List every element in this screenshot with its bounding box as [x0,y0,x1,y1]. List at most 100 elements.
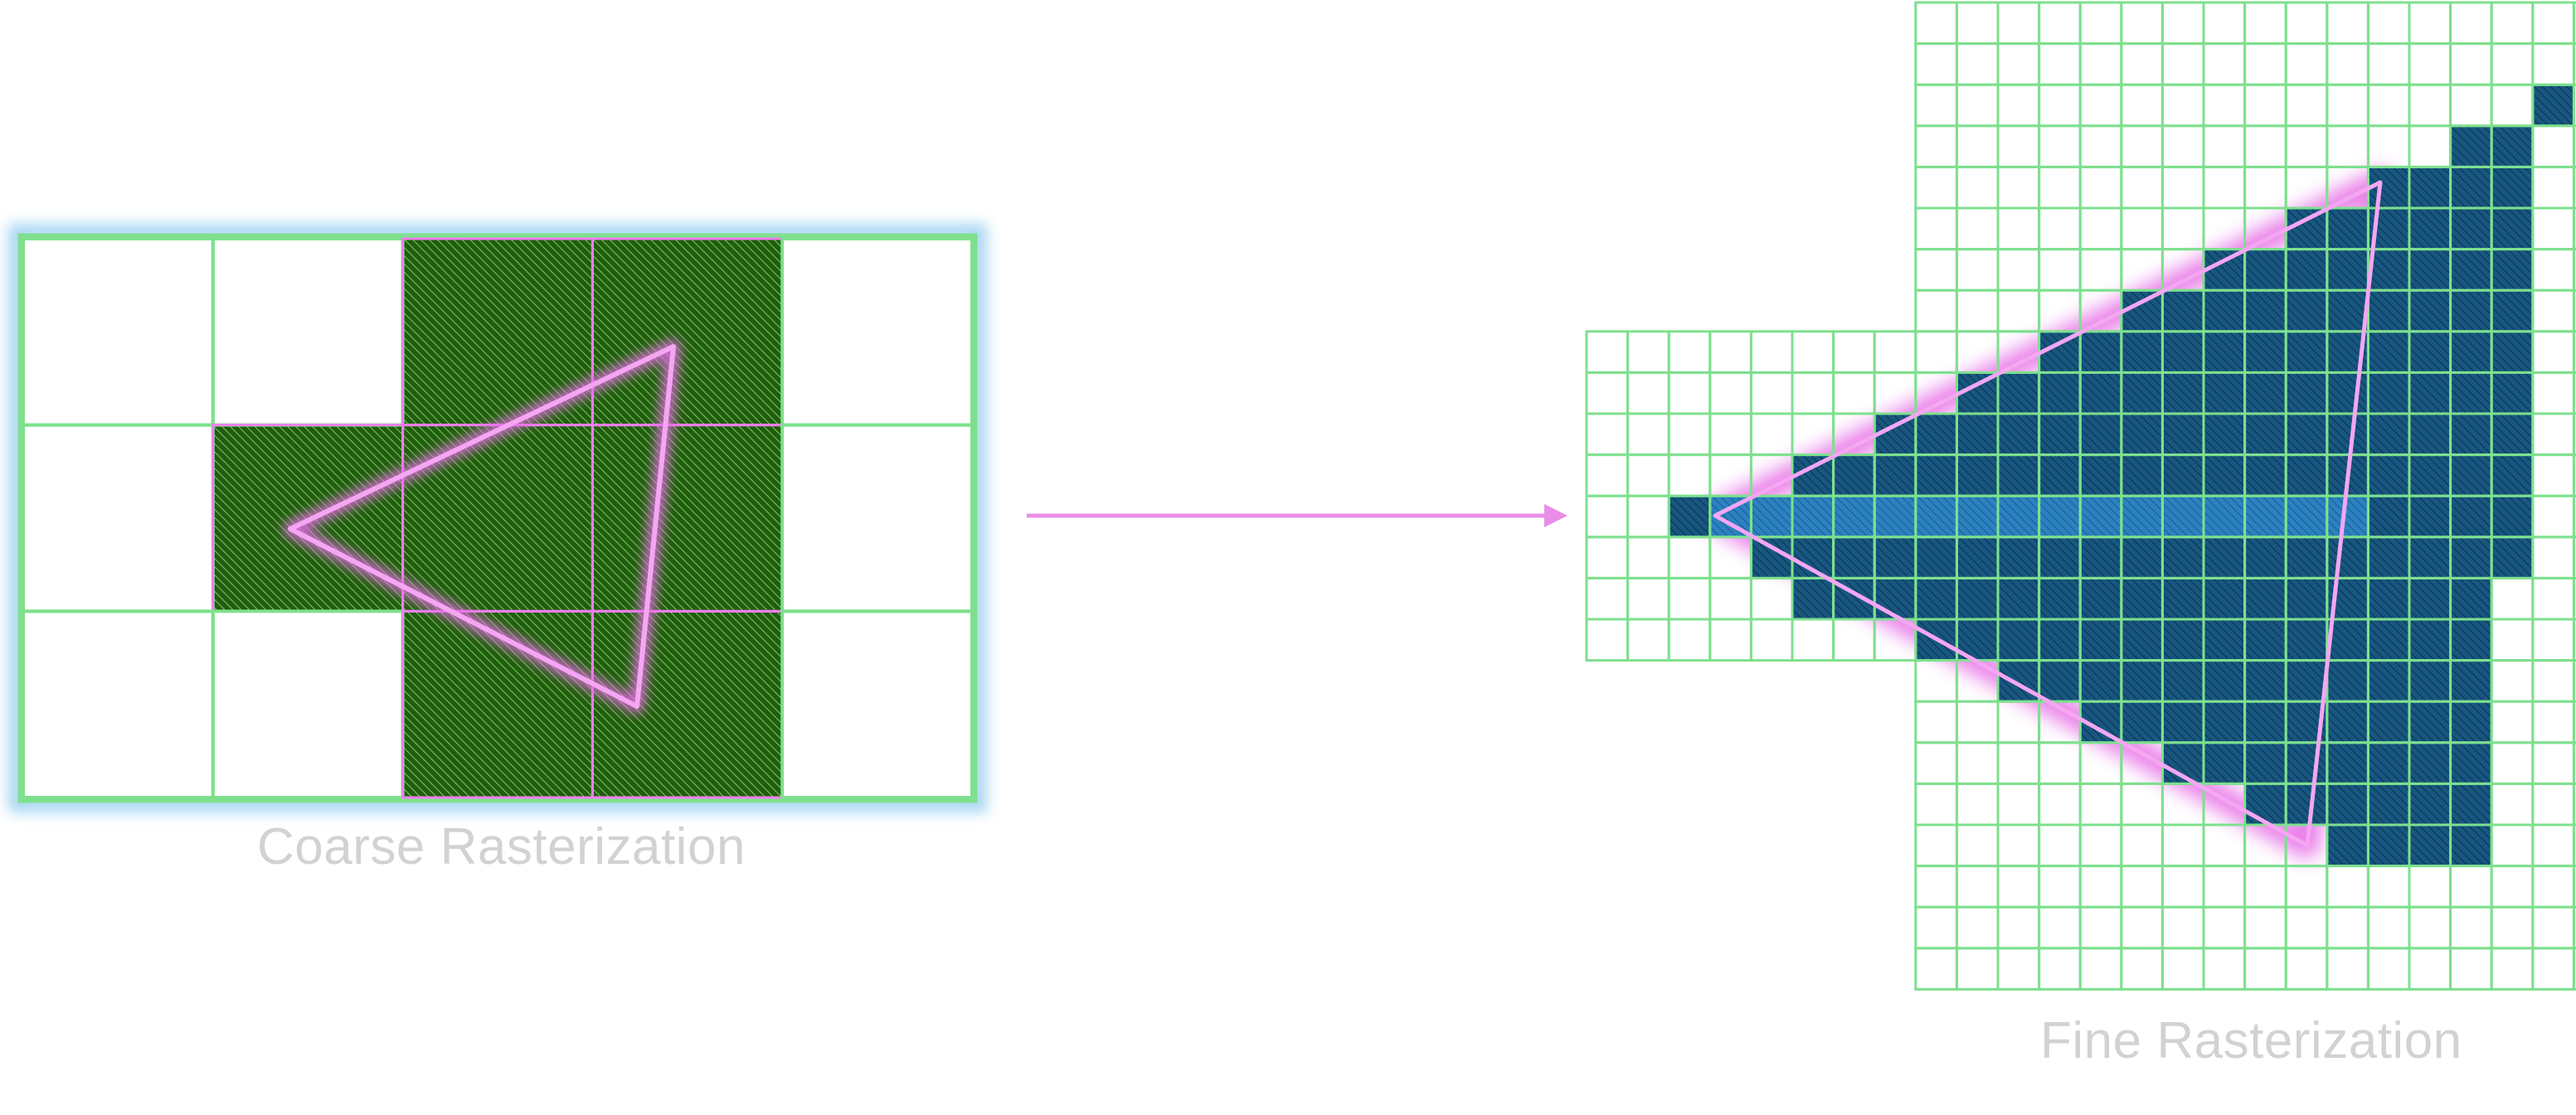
covered-pixel [2162,290,2204,332]
covered-pixel [2286,496,2327,537]
pixel-cell [2284,905,2329,950]
covered-pixel [2368,783,2409,825]
covered-pixel [2121,414,2163,455]
covered-pixel [2286,414,2327,455]
covered-pixel [2450,414,2492,455]
fine-rasterization-panel [1585,1,2576,991]
covered-pixel [2080,660,2122,702]
pixel-cell [2078,865,2123,909]
pixel-cell [1955,741,2000,785]
pixel-cell [2078,947,2123,991]
pixel-cell [2531,124,2575,168]
covered-pixel [2491,125,2533,167]
pixel-cell [1955,83,2000,128]
covered-pixel [1915,414,1957,455]
covered-pixel [2409,619,2451,661]
pixel-cell [1626,371,1670,415]
covered-pixel [2450,331,2492,373]
pixel-cell [2284,947,2329,991]
pixel-cell [1955,700,2000,744]
pixel-cell [2531,536,2575,579]
covered-pixel [1833,536,1875,579]
pixel-cell [2160,947,2205,991]
pixel-cell [2449,83,2493,128]
covered-pixel [2204,414,2245,455]
pixel-cell [2284,42,2329,86]
pixel-cell [2120,905,2164,950]
covered-pixel [2204,536,2245,579]
pixel-cell [2366,124,2411,168]
pixel-cell [2078,905,2123,950]
pixel-cell [1955,905,2000,950]
pixel-cell [2202,823,2247,868]
covered-pixel [2491,454,2533,497]
covered-pixel [2450,372,2492,414]
pixel-cell [1749,576,1794,621]
covered-pixel [1874,454,1916,497]
covered-pixel [2286,619,2327,661]
covered-pixel [2368,742,2409,784]
covered-pixel [2080,331,2122,373]
pixel-cell [1873,618,1917,662]
pixel-cell [1914,741,1958,785]
covered-pixel [1956,454,1998,497]
covered-pixel [2286,290,2327,332]
pixel-cell [2490,42,2535,86]
pixel-cell [2490,618,2535,662]
covered-pixel [2121,578,2163,619]
fine-triangle [1713,180,2383,848]
covered-pixel [2491,414,2533,455]
pixel-cell [1955,823,2000,868]
pixel-cell [2572,42,2576,86]
covered-pixel [2080,372,2122,414]
covered-pixel [2409,290,2451,332]
covered-pixel [1998,619,2039,661]
covered-pixel [2080,619,2122,661]
coarse-tile-grid [22,237,975,799]
pixel-cell [1626,494,1670,539]
pixel-cell [2572,248,2576,292]
covered-pixel [2162,331,2204,373]
pixel-cell [2572,576,2576,621]
covered-pixel [2409,331,2451,373]
pixel-cell [2531,165,2575,210]
pixel-cell [2572,453,2576,497]
pixel-cell [2326,865,2369,909]
covered-pixel [2039,660,2081,702]
covered-pixel [2286,249,2327,291]
covered-pixel [2121,454,2163,497]
covered-pixel [2450,249,2492,291]
pixel-cell [2284,1,2329,46]
pixel-cell [2490,823,2535,868]
pixel-cell [1955,124,2000,168]
pixel-cell [2120,206,2164,251]
covered-pixel [2244,619,2287,661]
pixel-cell [2120,782,2164,827]
pixel-cell [2408,42,2452,86]
covered-pixel [2244,372,2287,414]
covered-pixel [2409,372,2451,414]
pixel-cell [1914,248,1958,292]
covered-pixel [2409,249,2451,291]
pixel-cell [1626,453,1670,497]
pixel-cell [2202,905,2247,950]
pixel-cell [2531,453,2575,497]
pixel-cell [2572,288,2576,333]
covered-pixel [2368,372,2409,414]
covered-pixel [2244,496,2287,537]
covered-pixel [2162,372,2204,414]
covered-pixel [2286,331,2327,373]
pixel-cell [1832,618,1876,662]
covered-pixel [2450,783,2492,825]
pixel-cell [2572,494,2576,539]
covered-pixel [2368,290,2409,332]
pixel-cell [2366,865,2411,909]
pixel-cell [2490,1,2535,46]
pixel-cell [1996,741,2041,785]
pixel-cell [1667,453,1712,497]
covered-pixel [2244,742,2287,784]
covered-pixel [2204,619,2245,661]
pixel-cell [1585,371,1630,415]
pixel-cell [2120,124,2164,168]
covered-pixel [2450,619,2492,661]
